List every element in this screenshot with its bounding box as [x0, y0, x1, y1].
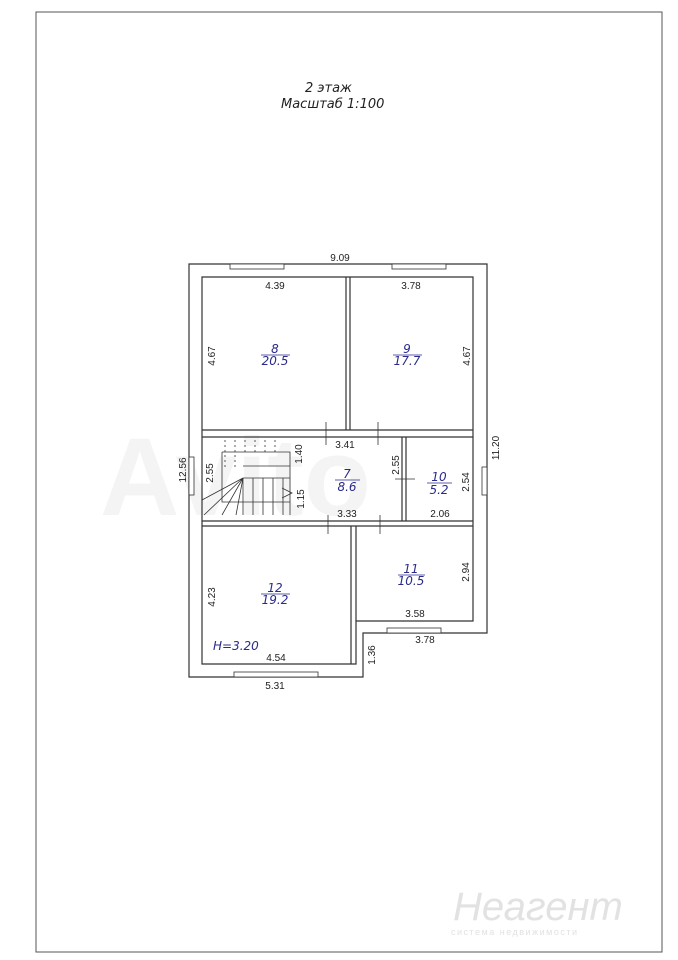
wall-11-12	[350, 526, 357, 664]
svg-text:9.09: 9.09	[330, 253, 350, 264]
door-marks	[325, 422, 415, 534]
dimensions: 9.09 4.39 3.78 4.67 4.67 11.20 12.56 3.4…	[178, 253, 502, 692]
svg-text:1.36: 1.36	[367, 645, 378, 665]
svg-text:10: 10	[431, 470, 447, 484]
svg-text:4.23: 4.23	[207, 587, 218, 607]
svg-text:2.54: 2.54	[461, 472, 472, 492]
room-11: 11 10.5	[398, 562, 425, 588]
windows	[188, 263, 488, 678]
room-8: 8 20.5	[261, 342, 290, 368]
room-7: 7 8.6	[335, 467, 360, 494]
svg-text:12.56: 12.56	[178, 457, 189, 482]
neagent-watermark: Неагент система недвижимости	[451, 885, 623, 937]
staircase	[201, 440, 293, 516]
svg-text:11.20: 11.20	[491, 435, 502, 460]
svg-text:3.58: 3.58	[405, 609, 425, 620]
stair-arrow-icon	[281, 487, 293, 499]
svg-text:10.5: 10.5	[398, 574, 425, 588]
sheet-frame	[35, 11, 663, 953]
svg-text:4.39: 4.39	[265, 281, 285, 292]
svg-text:5.2: 5.2	[429, 483, 448, 497]
room-12: 12 19.2	[261, 581, 290, 607]
svg-text:3.78: 3.78	[415, 635, 435, 646]
svg-text:20.5: 20.5	[262, 354, 289, 368]
svg-text:17.7: 17.7	[394, 354, 421, 368]
wall-corridor-bottom	[202, 520, 473, 527]
scale-label: Масштаб 1:100	[281, 97, 384, 112]
svg-text:3.78: 3.78	[401, 281, 421, 292]
svg-text:19.2: 19.2	[262, 593, 289, 607]
wall-corridor-top	[202, 429, 473, 438]
room-9: 9 17.7	[393, 342, 422, 368]
svg-text:1.15: 1.15	[296, 489, 307, 509]
floor-title: 2 этаж	[305, 81, 352, 96]
svg-text:3.33: 3.33	[337, 509, 357, 520]
svg-text:система недвижимости: система недвижимости	[451, 927, 578, 937]
svg-text:5.31: 5.31	[265, 681, 285, 692]
svg-text:8: 8	[271, 342, 279, 356]
svg-text:3.41: 3.41	[335, 440, 355, 451]
svg-text:Неагент: Неагент	[453, 885, 623, 929]
svg-text:12: 12	[267, 581, 282, 595]
outer-wall	[188, 263, 488, 678]
svg-text:8.6: 8.6	[337, 480, 356, 494]
room-10: 10 5.2	[427, 470, 452, 497]
svg-text:9: 9	[403, 342, 411, 356]
svg-text:11: 11	[403, 562, 418, 576]
svg-text:2.55: 2.55	[391, 455, 402, 475]
svg-text:2.06: 2.06	[430, 509, 450, 520]
svg-text:7: 7	[343, 467, 351, 481]
wall-8-9	[345, 277, 351, 430]
ceiling-height: H=3.20	[213, 639, 259, 653]
svg-text:2.94: 2.94	[461, 562, 472, 582]
svg-text:4.54: 4.54	[266, 653, 286, 664]
svg-text:4.67: 4.67	[462, 346, 473, 366]
svg-text:2.55: 2.55	[205, 463, 216, 483]
svg-text:4.67: 4.67	[207, 346, 218, 366]
svg-text:1.40: 1.40	[294, 444, 305, 464]
